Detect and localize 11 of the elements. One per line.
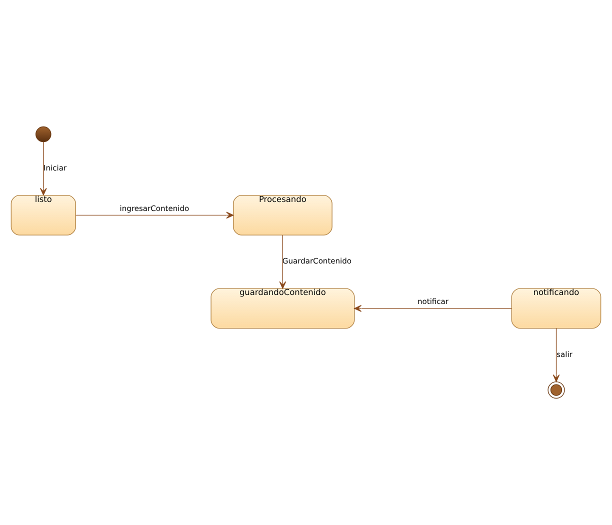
- arrow: [40, 142, 47, 196]
- arrow: [552, 328, 560, 382]
- node-box: listo: [10, 194, 76, 236]
- node-box: notificando: [511, 288, 602, 329]
- arrow: [354, 305, 512, 312]
- arrow: [279, 234, 286, 289]
- node-box: Procesando: [232, 194, 332, 236]
- arrow: [75, 212, 234, 219]
- node-circle: [548, 381, 565, 399]
- node-circle: [36, 126, 52, 142]
- node-box: guardandoContenido: [210, 288, 355, 329]
